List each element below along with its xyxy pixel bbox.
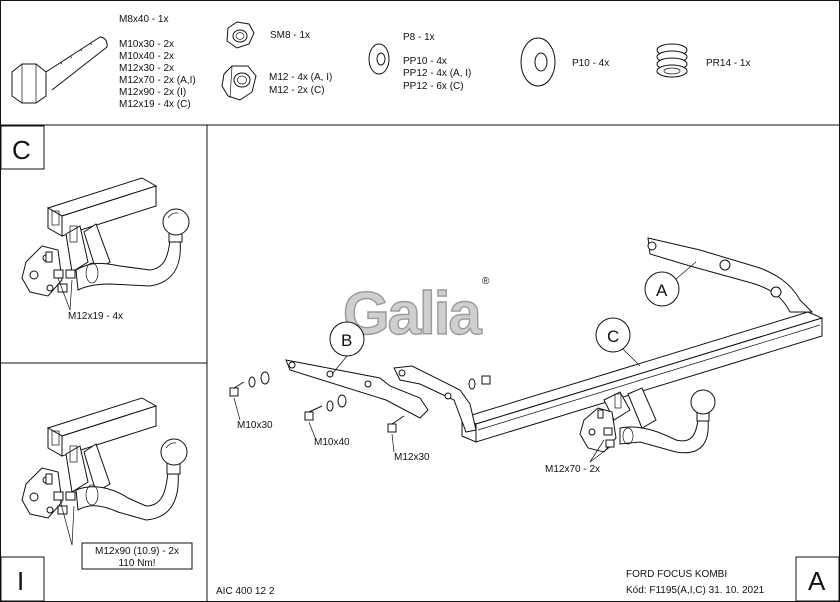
label-m12x30: M12x30 xyxy=(394,452,430,463)
large-washer-spec: P10 - 4x xyxy=(572,58,609,69)
footer-letter-box xyxy=(795,556,840,602)
fasteners-left xyxy=(229,371,491,433)
panel-c: C M12x19 - xyxy=(0,125,190,322)
bracket-b xyxy=(285,359,477,433)
self-locking-nut-icon xyxy=(226,21,255,49)
bolt-icon xyxy=(11,36,108,104)
footer-product-code: Kód: F1195(A,I,C) 31. 10. 2021 xyxy=(626,585,765,596)
panel-i-letter: I xyxy=(17,566,24,596)
galia-logo: Galia xyxy=(343,280,482,347)
bolt-spec-5: M12x70 - 2x (A,I) xyxy=(119,75,196,86)
hitch-mount xyxy=(579,387,716,454)
panel-c-bolt-label: M12x19 - 4x xyxy=(68,311,123,322)
footer-aic-code: AIC 400 12 2 xyxy=(216,586,275,597)
bolt-spec-2: M10x30 - 2x xyxy=(119,39,174,50)
large-washer-icon xyxy=(520,37,556,87)
spring-washer-spec: PR14 - 1x xyxy=(706,58,750,69)
parts-legend: M8x40 - 1x M10x30 - 2x M10x40 - 2x M12x3… xyxy=(11,14,750,110)
bolt-spec-7: M12x19 - 4x (C) xyxy=(119,99,191,110)
callout-c: C xyxy=(595,317,641,367)
main-assembly: Galia ® xyxy=(229,237,824,475)
washer-spec-2: PP10 - 4x xyxy=(403,56,447,67)
footer-letter: A xyxy=(808,566,826,596)
callout-b: B xyxy=(329,321,365,375)
spring-washer-icon xyxy=(656,43,688,78)
bolt-spec-1: M8x40 - 1x xyxy=(119,14,168,25)
callout-a: A xyxy=(644,261,697,307)
label-m12x70: M12x70 - 2x xyxy=(545,464,600,475)
washer-spec-3: PP12 - 4x (A, I) xyxy=(403,68,471,79)
callout-b-letter: B xyxy=(341,331,352,350)
panel-c-hitch-drawing xyxy=(21,177,190,311)
panel-i-torque-box xyxy=(81,542,193,570)
panel-c-letter-box xyxy=(0,125,45,170)
callout-a-letter: A xyxy=(656,281,668,300)
panel-i: I M12x90 (10.9) - 2x 110 Nm! xyxy=(0,397,193,602)
footer-vehicle-model: FORD FOCUS KOMBI xyxy=(626,569,727,580)
footer: AIC 400 12 2 FORD FOCUS KOMBI Kód: F1195… xyxy=(216,556,840,602)
bolt-spec-4: M12x30 - 2x xyxy=(119,63,174,74)
nut-icon xyxy=(221,65,257,101)
galia-logo-registered: ® xyxy=(482,276,490,287)
nut-spec-1: M12 - 4x (A, I) xyxy=(269,72,332,83)
bolt-spec-3: M10x40 - 2x xyxy=(119,51,174,62)
panel-i-bolt-label: M12x90 (10.9) - 2x xyxy=(95,546,179,557)
washer-icon xyxy=(368,43,390,75)
panel-i-letter-box xyxy=(0,556,45,602)
self-locking-nut-spec: SM8 - 1x xyxy=(270,30,310,41)
crossbar xyxy=(460,311,824,443)
panel-i-torque-label: 110 Nm! xyxy=(118,558,155,569)
panel-i-hitch-drawing xyxy=(21,397,188,546)
label-m10x40: M10x40 xyxy=(314,437,350,448)
callout-c-letter: C xyxy=(607,327,619,346)
nut-spec-2: M12 - 2x (C) xyxy=(269,85,325,96)
panel-c-letter: C xyxy=(12,135,31,165)
bracket-a xyxy=(647,237,814,313)
washer-spec-4: PP12 - 6x (C) xyxy=(403,81,464,92)
label-m10x30: M10x30 xyxy=(237,420,273,431)
washer-spec-1: P8 - 1x xyxy=(403,32,435,43)
bolt-spec-6: M12x90 - 2x (I) xyxy=(119,87,186,98)
